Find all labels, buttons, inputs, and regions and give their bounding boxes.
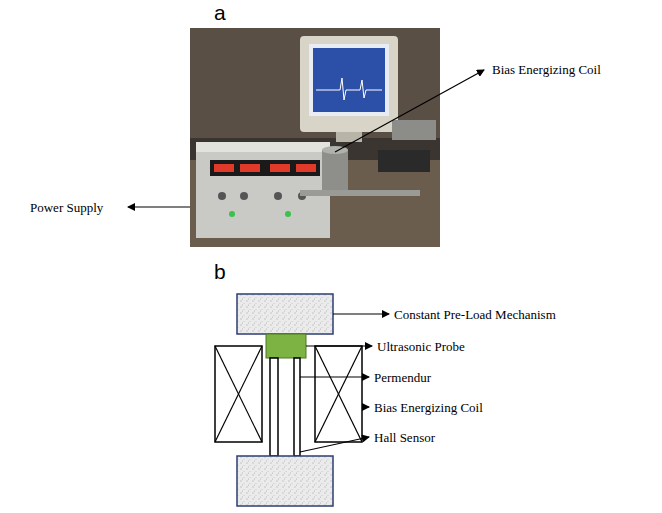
- leader-arrow: [333, 313, 389, 314]
- part-label: Bias Energizing Coil: [492, 62, 601, 77]
- leader-arrow: [300, 376, 369, 377]
- schematic: [215, 294, 362, 506]
- leader-arrow: [306, 345, 372, 346]
- part-label: Bias Energizing Coil: [374, 400, 483, 415]
- leader-arrow: [300, 437, 369, 452]
- leader-arrow: [128, 206, 190, 207]
- leader-arrow: [335, 70, 484, 152]
- panel-letter: b: [214, 261, 226, 283]
- part-label: Power Supply: [30, 200, 103, 215]
- leader-arrow: [362, 406, 369, 407]
- panel-letter: a: [214, 2, 226, 24]
- part-label: Permendur: [374, 370, 431, 385]
- part-label: Constant Pre-Load Mechanism: [394, 307, 556, 322]
- part-label: Hall Sensor: [374, 430, 435, 445]
- lab-photo: [190, 28, 440, 247]
- part-label: Ultrasonic Probe: [377, 339, 465, 354]
